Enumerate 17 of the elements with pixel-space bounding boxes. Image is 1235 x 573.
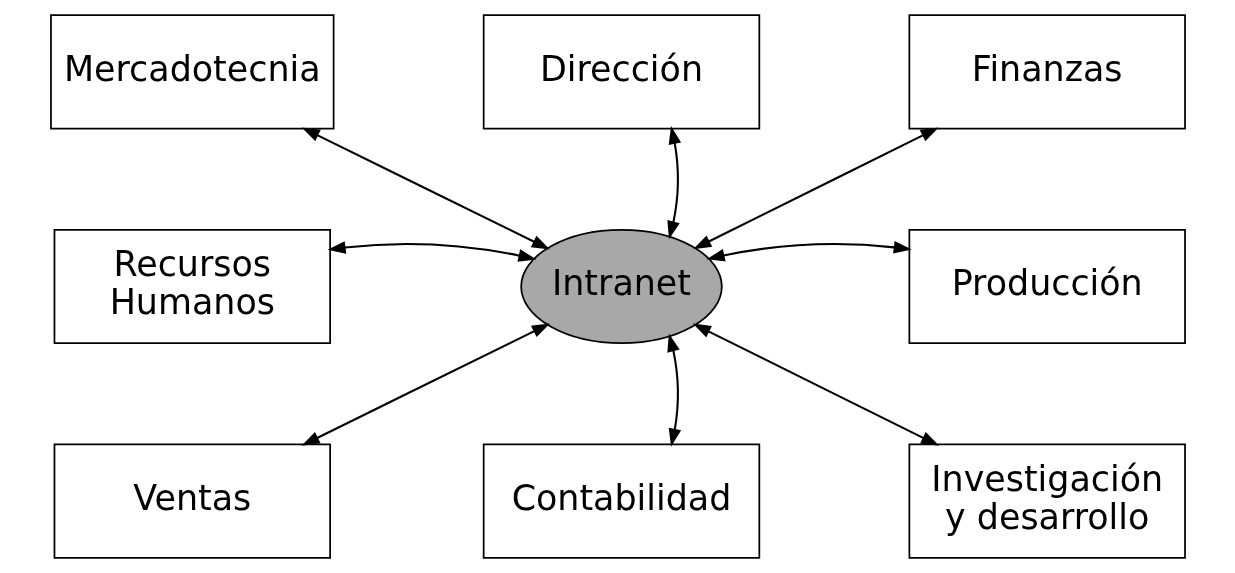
arrow — [666, 126, 681, 240]
node-box: Finanzas — [908, 14, 1186, 130]
arrow — [301, 323, 550, 446]
node-box: Ventas — [53, 443, 331, 559]
arrow — [327, 241, 537, 262]
node-box: Producción — [908, 228, 1186, 345]
node-box: Contabilidad — [482, 443, 760, 559]
node-box: Recursos Humanos — [53, 228, 331, 345]
arrow — [666, 333, 681, 447]
node-box: Dirección — [482, 14, 760, 130]
node-ellipse: Intranet — [519, 228, 723, 345]
arrow — [706, 240, 912, 262]
arrow — [692, 127, 939, 250]
arrow — [692, 323, 939, 446]
node-box: Investigación y desarrollo — [908, 443, 1186, 559]
node-box: Mercadotecnia — [49, 14, 334, 130]
arrow — [301, 127, 550, 250]
